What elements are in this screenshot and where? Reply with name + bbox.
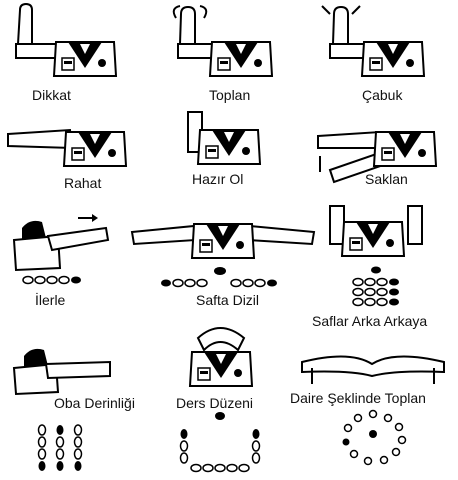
figure-saflar-arka-arkaya: [329, 205, 423, 257]
formation-daire-seklinde-toplan: [342, 409, 407, 466]
formation-saflar-arka-arkaya: [352, 266, 399, 307]
label-oba-derinligi: Oba Derinliği: [54, 395, 135, 411]
label-saflar-arka-arkaya: Saflar Arka Arkaya: [312, 313, 428, 329]
label-safta-dizil: Safta Dizil: [196, 292, 260, 308]
figure-daire-seklinde-toplan: [301, 355, 445, 384]
figure-toplan: [172, 5, 273, 77]
label-toplan: Toplan: [209, 87, 251, 103]
formation-safta-dizil: [161, 267, 277, 288]
label-cabuk: Çabuk: [362, 87, 403, 103]
figure-rahat: [7, 128, 127, 167]
formation-ilerle: [22, 275, 81, 285]
figure-saklan: [317, 130, 437, 184]
label-ilerle: İlerle: [35, 292, 66, 308]
label-rahat: Rahat: [64, 175, 102, 191]
label-ders-duzeni: Ders Düzeni: [176, 395, 254, 411]
figure-oba-derinligi: [12, 348, 111, 396]
formation-oba-derinligi: [37, 424, 83, 471]
label-hazir-ol: Hazır Ol: [192, 171, 244, 187]
figure-safta-dizil: [130, 223, 316, 259]
label-daire-seklinde-toplan: Daire Şeklinde Toplan: [290, 390, 426, 406]
figure-ders-duzeni: [189, 327, 253, 387]
label-dikkat: Dikkat: [32, 87, 71, 103]
figure-dikkat: [15, 2, 117, 77]
figure-hazir-ol: [187, 111, 261, 165]
label-saklan: Saklan: [365, 171, 408, 187]
figure-ilerle: [12, 214, 110, 272]
formation-ders-duzeni: [179, 412, 261, 473]
figure-cabuk: [321, 5, 425, 77]
